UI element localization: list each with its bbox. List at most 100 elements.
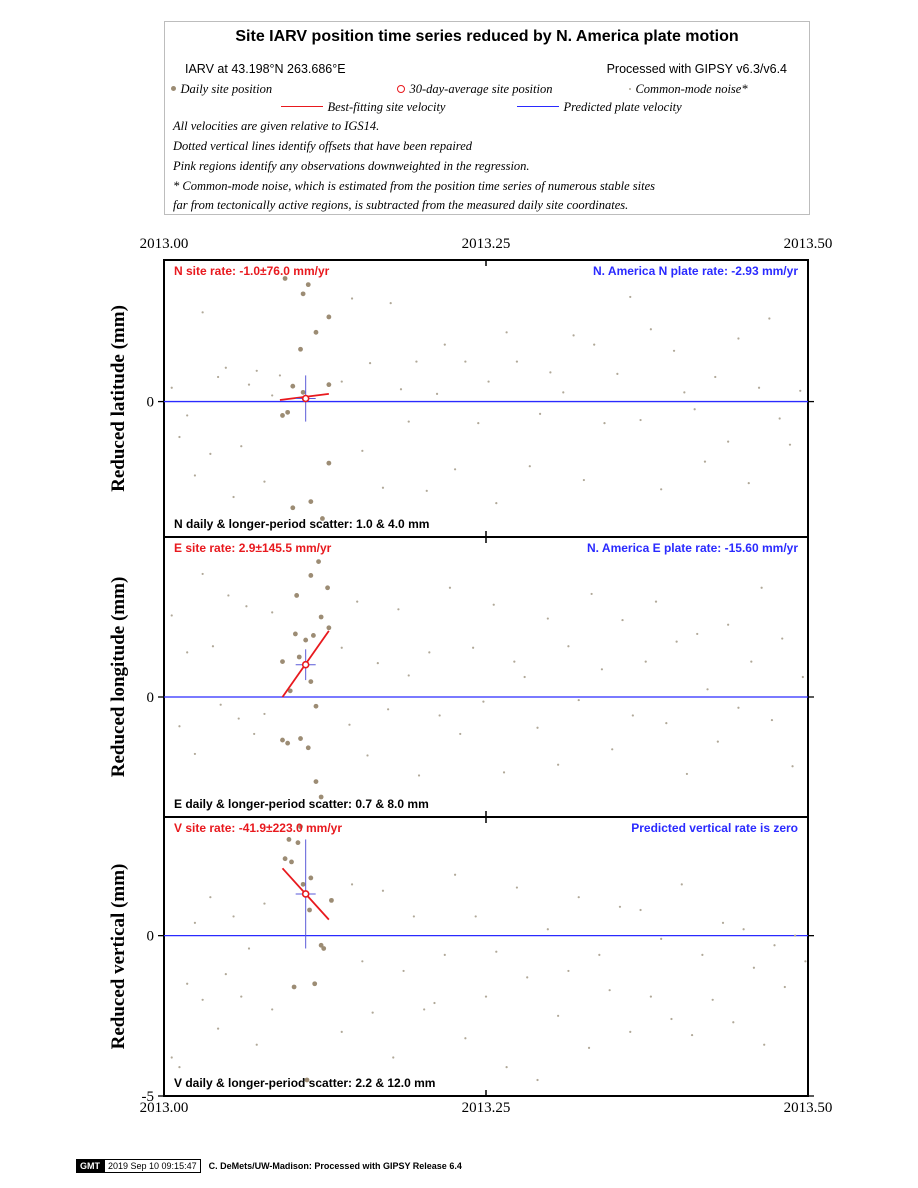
timestamp: 2019 Sep 10 09:15:47 bbox=[104, 1159, 201, 1173]
daily-point bbox=[290, 505, 296, 511]
common-mode-point bbox=[557, 1014, 560, 1017]
common-mode-point bbox=[727, 623, 730, 626]
legend-label-daily: Daily site position bbox=[180, 82, 273, 96]
x-tick-label-bottom-0: 2013.00 bbox=[140, 1100, 189, 1116]
common-mode-point bbox=[773, 944, 776, 947]
common-mode-point bbox=[271, 394, 274, 397]
common-mode-point bbox=[170, 386, 173, 389]
common-mode-point bbox=[590, 592, 593, 596]
common-mode-point bbox=[706, 688, 709, 691]
x-tick-label-bottom-1: 2013.25 bbox=[462, 1100, 511, 1116]
common-mode-point bbox=[415, 360, 418, 363]
daily-point bbox=[280, 659, 285, 665]
common-mode-point bbox=[247, 383, 251, 386]
common-mode-point bbox=[572, 334, 575, 337]
common-mode-point bbox=[693, 408, 696, 411]
common-mode-point bbox=[600, 668, 604, 671]
common-mode-point bbox=[340, 646, 343, 649]
common-mode-point bbox=[453, 468, 457, 471]
avg-position-point bbox=[301, 394, 310, 403]
common-mode-point bbox=[788, 443, 792, 446]
daily-point bbox=[291, 984, 297, 990]
daily-point bbox=[294, 593, 300, 598]
legend-item-predicted: Predicted plate velocity bbox=[517, 98, 682, 116]
common-mode-point bbox=[412, 915, 415, 918]
common-mode-point bbox=[387, 708, 390, 711]
common-mode-point bbox=[366, 754, 369, 757]
common-mode-point bbox=[562, 391, 565, 394]
common-mode-point bbox=[660, 937, 663, 940]
daily-point bbox=[282, 856, 288, 862]
daily-point bbox=[313, 329, 319, 335]
legend-label-best-fit: Best-fitting site velocity bbox=[327, 100, 446, 114]
legend-item-common-mode: Common-mode noise* bbox=[629, 80, 748, 98]
scatter-label: V daily & longer-period scatter: 2.2 & 1… bbox=[174, 1076, 435, 1090]
avg-position-point bbox=[301, 660, 310, 669]
common-mode-point bbox=[505, 331, 508, 334]
common-mode-point bbox=[417, 774, 421, 777]
legend-label-common-mode: Common-mode noise* bbox=[635, 82, 748, 96]
common-mode-point bbox=[523, 675, 526, 679]
daily-point bbox=[321, 946, 327, 951]
daily-point bbox=[316, 559, 321, 565]
note-line-2: Dotted vertical lines identify offsets t… bbox=[173, 139, 472, 153]
daily-point bbox=[308, 679, 314, 685]
common-mode-point bbox=[801, 675, 804, 679]
daily-point bbox=[326, 382, 332, 388]
plate-rate-label: N. America E plate rate: -15.60 mm/yr bbox=[587, 541, 798, 555]
common-mode-point bbox=[528, 465, 531, 468]
blue-line-icon bbox=[517, 106, 559, 108]
x-tick-label-top-2: 2013.50 bbox=[784, 236, 833, 252]
common-mode-point bbox=[443, 343, 446, 346]
daily-dot-icon bbox=[171, 86, 176, 92]
common-mode-dot-icon bbox=[629, 87, 631, 90]
daily-point bbox=[292, 631, 298, 637]
common-mode-point bbox=[654, 600, 658, 603]
common-mode-point bbox=[680, 883, 683, 886]
common-mode-point bbox=[381, 889, 385, 892]
y-axis-label: Reduced latitude (mm) bbox=[108, 305, 129, 492]
common-mode-point bbox=[453, 873, 457, 876]
common-mode-point bbox=[737, 337, 740, 340]
common-mode-point bbox=[435, 392, 439, 395]
common-mode-point bbox=[690, 1033, 694, 1037]
common-mode-point bbox=[186, 414, 189, 417]
common-mode-point bbox=[608, 989, 611, 992]
credit-text: C. DeMets/UW-Madison: Processed with GIP… bbox=[208, 1161, 462, 1171]
common-mode-point bbox=[392, 1056, 395, 1059]
legend-label-avg30: 30-day-average site position bbox=[409, 82, 553, 96]
daily-point bbox=[300, 389, 306, 395]
common-mode-point bbox=[397, 608, 400, 611]
daily-point bbox=[285, 740, 291, 746]
daily-point bbox=[289, 859, 294, 865]
legend-item-best-fit: Best-fitting site velocity bbox=[281, 98, 445, 116]
common-mode-point bbox=[649, 995, 652, 998]
common-mode-point bbox=[794, 934, 797, 937]
common-mode-point bbox=[186, 982, 189, 985]
plate-rate-label: Predicted vertical rate is zero bbox=[631, 821, 798, 835]
common-mode-point bbox=[340, 1030, 343, 1033]
common-mode-point bbox=[492, 603, 495, 606]
common-mode-point bbox=[593, 343, 596, 346]
common-mode-point bbox=[170, 614, 173, 617]
daily-point bbox=[326, 314, 332, 320]
daily-point bbox=[307, 907, 312, 913]
common-mode-point bbox=[505, 1066, 508, 1069]
common-mode-point bbox=[433, 1001, 436, 1005]
daily-point bbox=[329, 897, 334, 903]
daily-point bbox=[280, 413, 285, 418]
y-axis-label: Reduced vertical (mm) bbox=[108, 864, 129, 1050]
daily-point bbox=[311, 633, 316, 638]
common-mode-point bbox=[675, 640, 678, 643]
daily-point bbox=[318, 942, 324, 948]
common-mode-point bbox=[536, 726, 539, 729]
daily-point bbox=[308, 875, 314, 881]
scatter-label: E daily & longer-period scatter: 0.7 & 8… bbox=[174, 797, 429, 811]
common-mode-point bbox=[577, 896, 580, 899]
common-mode-point bbox=[340, 380, 343, 383]
common-mode-point bbox=[232, 495, 235, 499]
common-mode-point bbox=[472, 646, 475, 649]
daily-point bbox=[282, 276, 288, 281]
common-mode-point bbox=[247, 947, 251, 950]
